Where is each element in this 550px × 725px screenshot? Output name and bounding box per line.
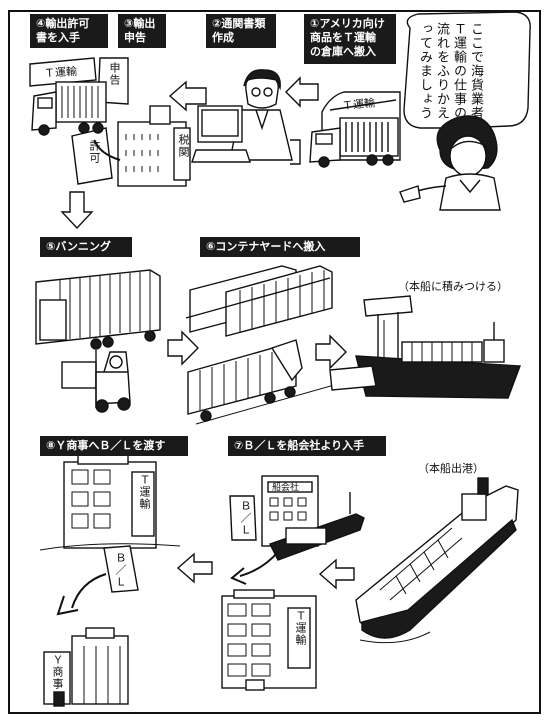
step-7-label: ⑦Ｂ／Ｌを船会社より入手	[228, 436, 386, 456]
arrow-7-head	[230, 567, 247, 585]
departing-ship	[355, 477, 519, 644]
guide-woman	[399, 115, 501, 211]
sign-t-unyu-warehouse-1: Ｔ運輸	[341, 96, 376, 113]
truck-4	[31, 81, 107, 136]
sign-bl-8: Ｂ／Ｌ	[114, 552, 127, 588]
arrow-4-to-5	[60, 191, 94, 230]
note-load-ship: （本船に積みつける）	[398, 280, 508, 293]
warehouse-t-unyu-4	[29, 57, 97, 87]
arrow-5-to-6	[167, 330, 199, 366]
step-8-label: ⑧Ｙ商事へＢ／Ｌを渡す	[40, 436, 188, 456]
arrow-4-curve	[93, 139, 121, 161]
sign-t-unyu-building-8: Ｔ運輸	[138, 474, 151, 510]
customs-building	[117, 105, 191, 187]
bl-document-8	[103, 545, 139, 593]
container-vanning	[35, 269, 161, 350]
arrow-ship-to-7	[318, 558, 355, 590]
sign-funagaisha: 船会社	[272, 483, 300, 493]
arrow-7-curve	[239, 551, 279, 577]
sign-shinkoku: 申告	[108, 62, 121, 86]
forklift	[61, 350, 131, 413]
t-unyu-building-8	[39, 453, 181, 551]
step-3-label: ③輸出 申告	[118, 14, 166, 48]
speech-bubble	[403, 11, 531, 152]
step-6-label: ⑥コンテナヤードへ搬入	[200, 237, 360, 257]
sign-y-shoji: Ｙ商事	[51, 654, 64, 690]
arrow-2-to-3	[168, 80, 207, 112]
arrow-1-to-2	[285, 76, 319, 108]
sign-bl-7: Ｂ／Ｌ	[239, 500, 252, 536]
arrow-8-to-y	[56, 595, 79, 616]
note-ship-departs: （本船出港）	[418, 462, 484, 475]
arrow-8-curve	[71, 573, 107, 609]
bl-document-7	[229, 495, 257, 541]
loading-ship	[329, 295, 521, 399]
container-yard	[185, 265, 353, 425]
step-5-label: ⑤バンニング	[40, 237, 132, 257]
step-2-label: ②通関書類 作成	[206, 14, 276, 48]
arrow-6-to-ship	[315, 334, 347, 370]
truck-1	[309, 117, 399, 168]
step-1-label: ①アメリカ向け 商品をＴ運輸 の倉庫へ搬入	[304, 14, 396, 64]
arrow-7-to-8	[176, 552, 213, 584]
sign-t-unyu-warehouse-4: Ｔ運輸	[43, 64, 78, 81]
y-shoji-building	[43, 627, 129, 707]
speech-text: ここで海貨業者Ｔ運輸の仕事の流れをふりかえってみましょう	[417, 22, 483, 120]
t-unyu-building-7	[221, 589, 317, 691]
step-4-label: ④輸出許可 書を入手	[30, 14, 108, 48]
sign-zeikan: 税関	[177, 134, 190, 158]
clerk-at-computer	[191, 69, 301, 165]
sign-t-unyu-building-7: Ｔ運輸	[294, 610, 307, 646]
company-ship	[269, 492, 365, 561]
sign-kyoka: 許可	[88, 140, 101, 164]
